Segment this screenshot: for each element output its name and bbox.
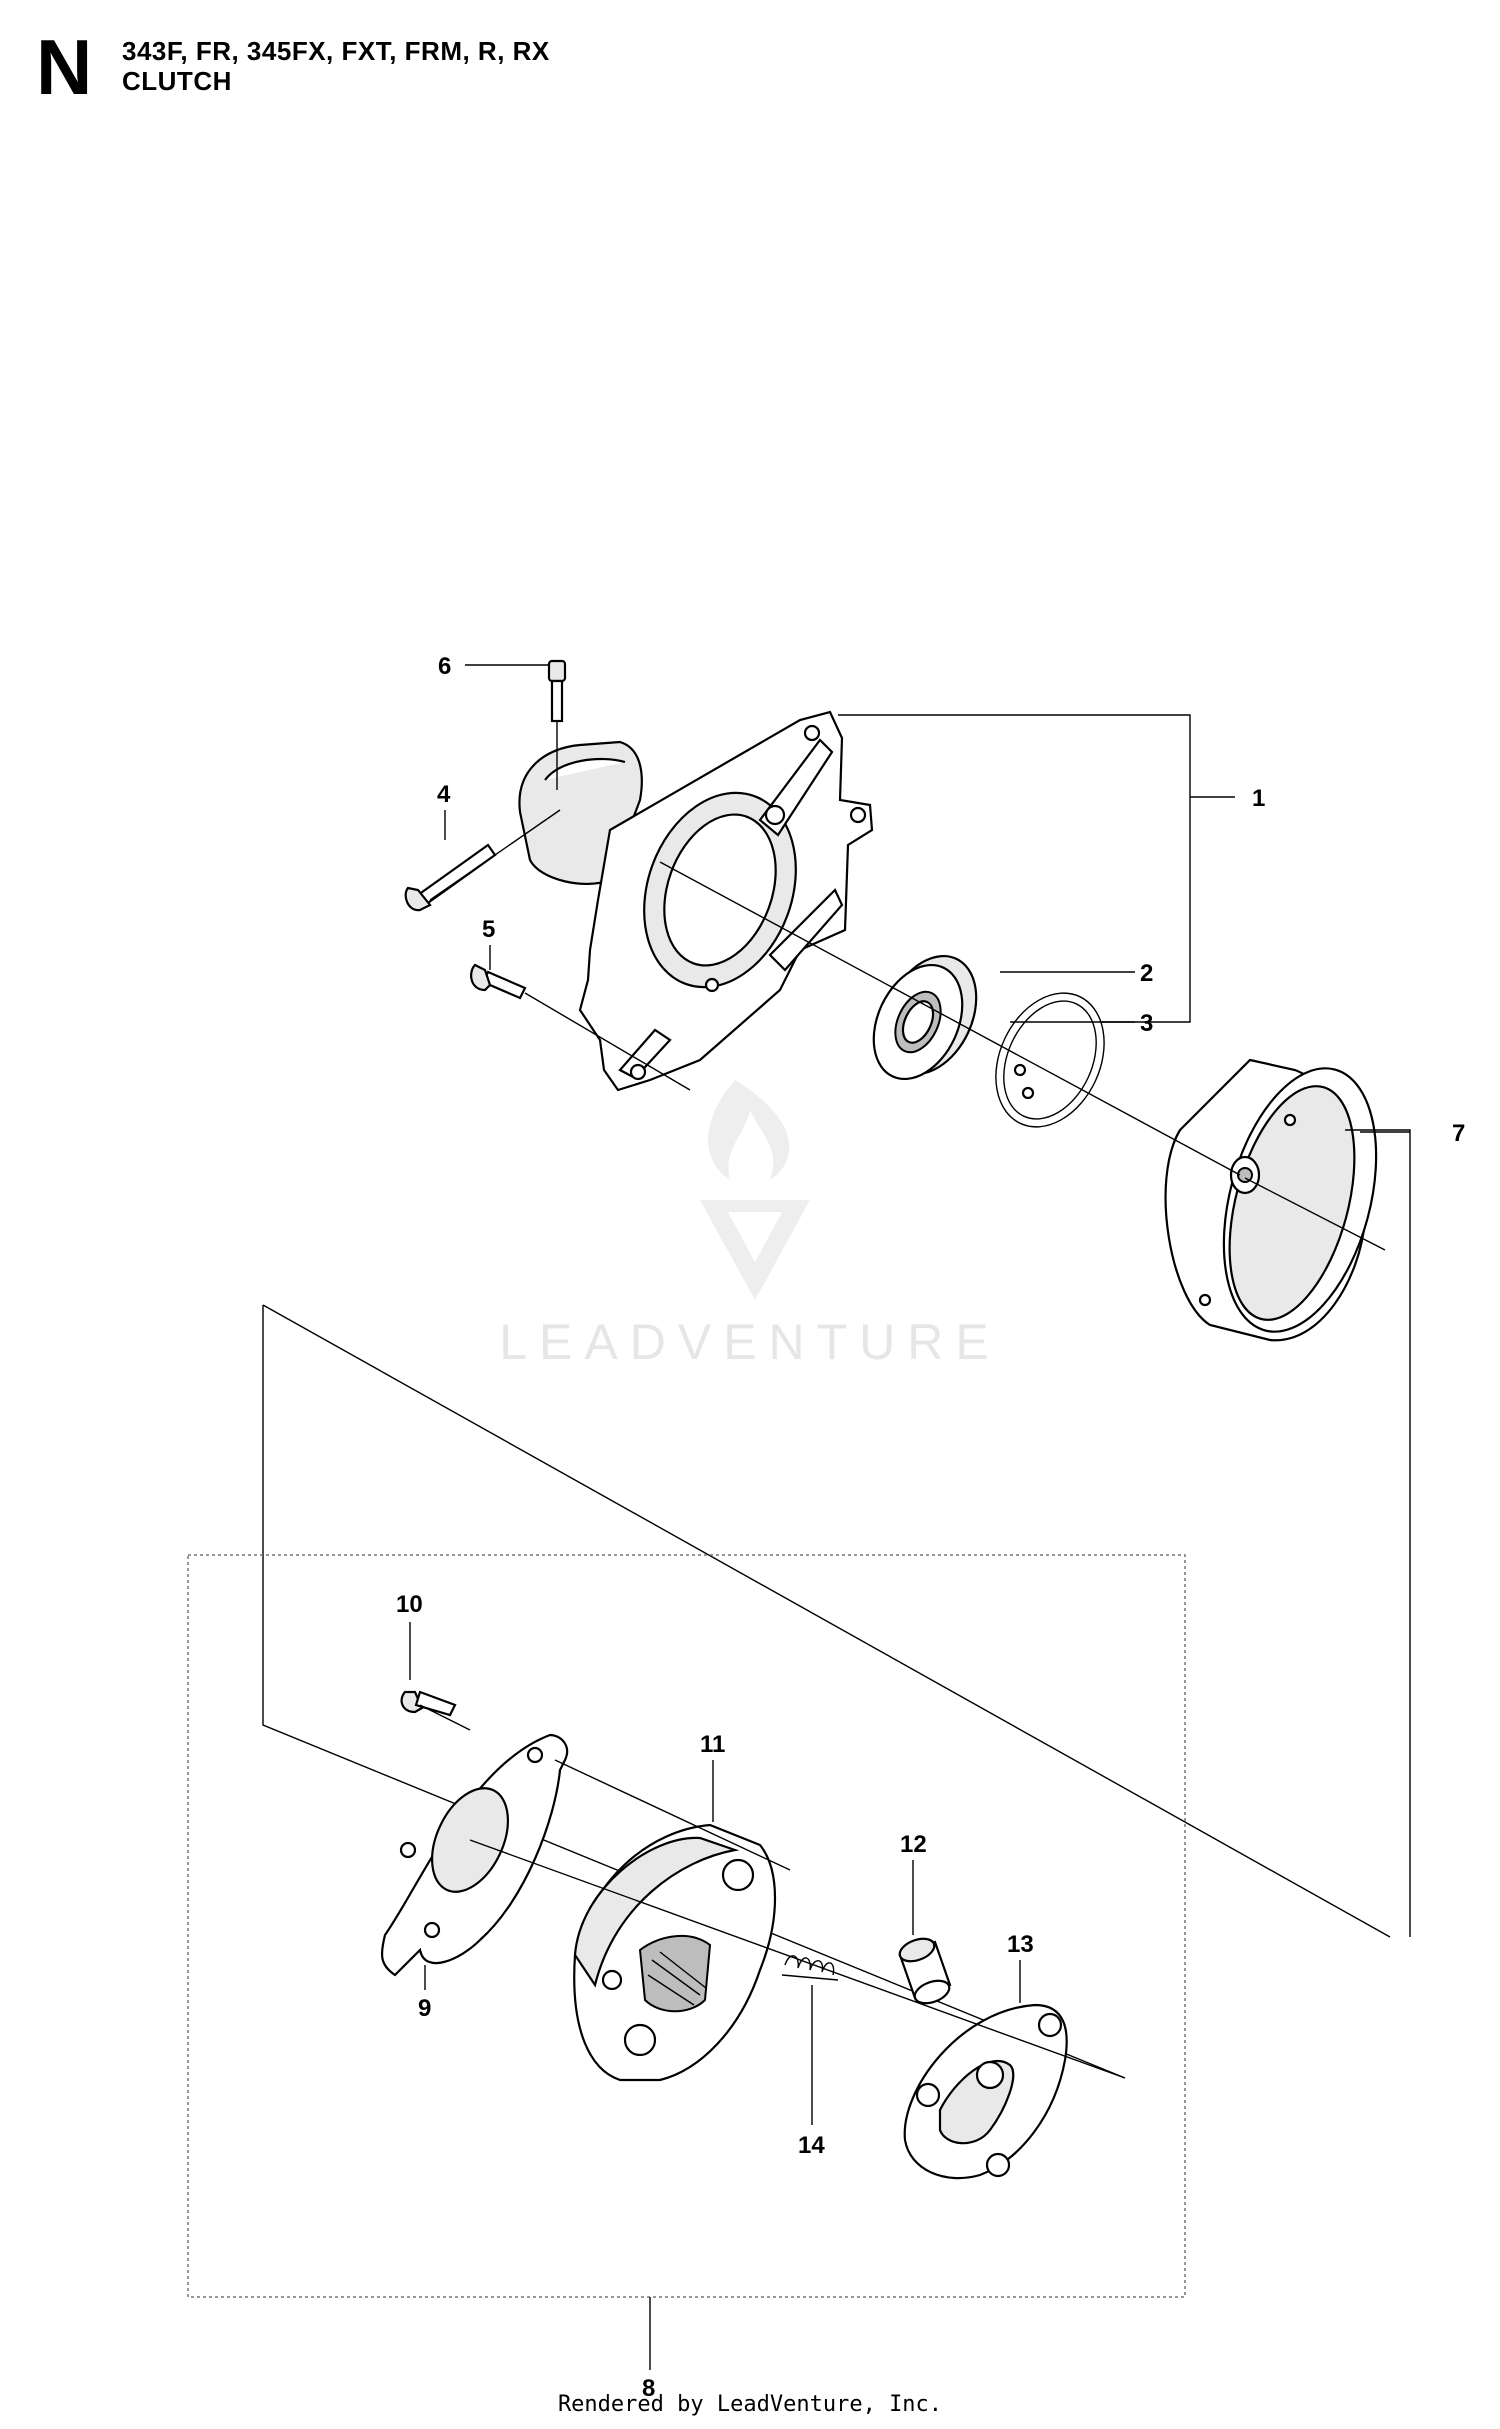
callout-10: 10: [396, 1591, 423, 1618]
watermark-text: LEADVENTURE: [499, 1314, 1001, 1370]
callout-9: 9: [418, 1995, 431, 2022]
watermark-logo-icon: [700, 1080, 810, 1300]
circlip: [995, 992, 1105, 1128]
callout-4: 4: [437, 781, 451, 808]
clutch-carrier-plate: [903, 2003, 1068, 2180]
bearing: [872, 954, 978, 1081]
clutch-spring: [781, 1955, 839, 1981]
clutch-bolt: [400, 1690, 457, 1717]
model-list: 343F, FR, 345FX, FXT, FRM, R, RX: [122, 36, 550, 66]
callout-2: 2: [1140, 960, 1153, 987]
callout-11: 11: [700, 1731, 725, 1758]
callout-7: 7: [1452, 1120, 1465, 1147]
bushing: [898, 1937, 952, 2005]
screw-5: [470, 963, 527, 1000]
screw-4: [404, 843, 497, 912]
callout-5: 5: [482, 916, 495, 943]
footer-credit: Rendered by LeadVenture, Inc.: [557, 2392, 943, 2417]
callout-14: 14: [798, 2132, 825, 2159]
callout-3: 3: [1140, 1010, 1153, 1037]
callout-8: 8: [642, 2375, 655, 2402]
clutch-drum: [1164, 1058, 1378, 1342]
section-letter: N: [36, 23, 93, 111]
callout-12: 12: [900, 1831, 927, 1858]
clutch-shoe-assembly: [573, 1823, 777, 2082]
clutch-kit-box: [187, 1554, 1186, 2298]
callout-13: 13: [1007, 1931, 1034, 1958]
clutch-washer-plate: [380, 1733, 569, 1977]
clutch-housing: [518, 710, 874, 1092]
screw-6: [547, 659, 567, 723]
callout-1: 1: [1252, 785, 1265, 812]
assembly-title: CLUTCH: [122, 66, 232, 96]
callout-6: 6: [438, 653, 451, 680]
